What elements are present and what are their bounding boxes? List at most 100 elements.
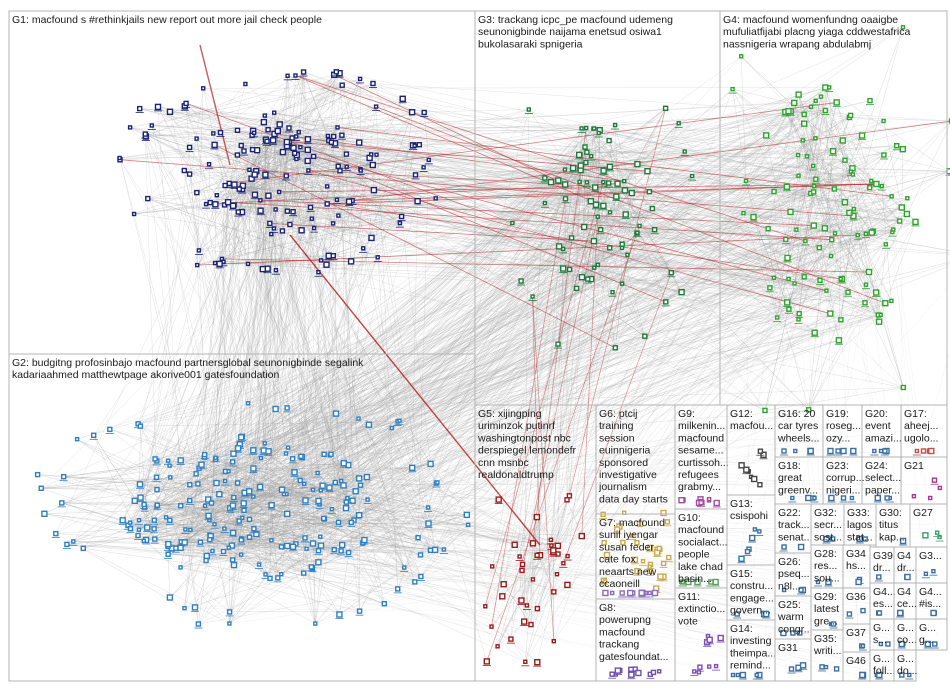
node-g1 [345,198,353,205]
edge [824,207,902,229]
edge [156,228,275,490]
node-g1 [412,172,419,178]
node-g6 [656,545,662,552]
group-label-g42: ce... [897,598,917,610]
edge [66,482,217,545]
edge [229,461,233,509]
node-g1 [166,108,174,116]
edge [156,216,402,507]
edge [766,135,854,175]
node-g1 [212,201,219,208]
node-g1 [339,82,345,88]
node-g2 [203,552,211,560]
edge [544,175,693,204]
edge [586,182,638,233]
node-g2 [137,494,144,501]
node-g10 [712,578,719,586]
edge [180,519,355,568]
edge [847,232,872,293]
node-g5 [528,621,534,628]
edge [214,478,360,525]
node-g2 [278,486,286,493]
node-g4 [762,407,768,414]
edge [853,215,916,223]
edge [319,463,345,505]
group-label-g33: G33: [847,507,870,519]
edge [140,421,398,427]
edge [137,463,431,536]
edge [221,181,552,260]
node-g2 [246,534,253,540]
edge [129,522,169,545]
edge [278,146,292,193]
edge [625,214,667,303]
edge [229,610,360,613]
node-g1 [324,201,330,207]
edge [165,517,171,598]
node-g4 [811,329,818,336]
node-g5 [489,624,494,629]
edge [614,125,623,284]
edge [210,154,372,203]
edge [147,198,559,345]
node-g3 [622,178,627,184]
edge [209,186,328,521]
edge [798,94,814,192]
node-g2 [227,621,232,626]
edge [185,103,312,219]
edge [649,175,693,192]
edge [276,129,370,159]
edge [122,458,156,521]
edge [214,144,628,256]
node-g2 [187,482,193,488]
edge [553,550,555,642]
node-g1 [194,136,199,141]
edge [532,184,566,297]
edge [842,140,854,217]
edge [180,480,301,568]
edge [815,100,837,103]
group-label-g23: corrup... [826,472,865,484]
edge [790,170,950,213]
node-g3 [577,162,584,169]
edge [145,78,361,135]
node-g1 [357,76,363,82]
edge [223,261,327,265]
node-g2 [343,499,349,505]
node-g2 [165,458,171,463]
edge [290,73,340,147]
node-g1 [274,127,281,135]
edge [184,505,234,543]
node-g2 [335,519,342,525]
node-g4 [832,231,838,236]
node-g4 [898,204,905,211]
group-label-g17: aheej... [904,420,938,432]
node-g3 [576,151,583,159]
edge [273,112,287,176]
node-g1 [283,138,291,146]
edge [238,166,347,213]
edge [766,135,886,304]
node-g1 [251,130,257,136]
node-g5 [534,605,541,612]
edge [310,207,431,551]
edge [197,216,402,266]
edge [229,517,243,624]
group-label-g10: lake chad [678,561,723,573]
edge [272,140,321,537]
edge [774,191,811,194]
edge [210,261,224,537]
edge [637,232,672,273]
edge [251,75,296,136]
node-g2 [272,405,279,413]
edge [234,140,274,185]
edge [196,138,223,259]
edge [66,500,135,545]
edge [593,108,666,242]
node-g3 [592,201,600,209]
group-label-g30: kap... [879,531,905,543]
node-g1 [361,246,366,251]
edge [264,130,277,444]
edge [790,211,805,277]
group-label-g38: G3... [919,550,942,562]
